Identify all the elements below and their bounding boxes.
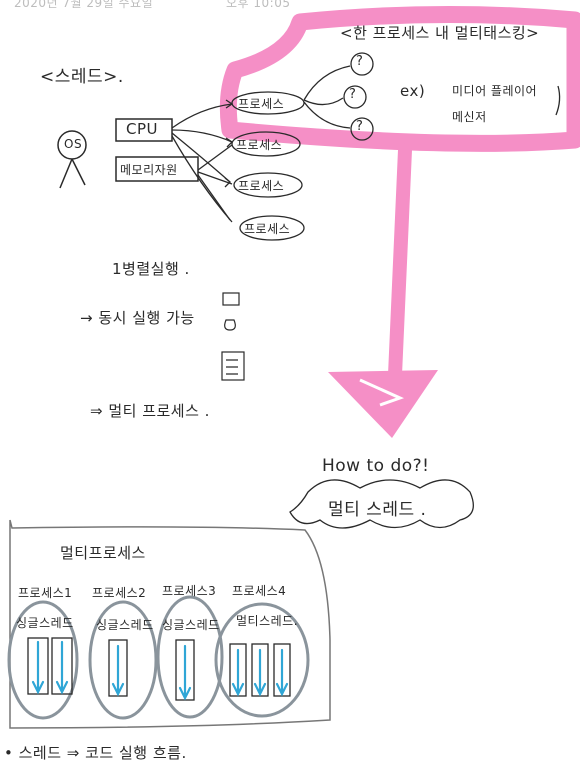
cpu-process-arrows — [171, 99, 234, 223]
example-line-1: 미디어 플레이어 — [452, 84, 538, 98]
note-parallel: 1병렬실행 . — [112, 260, 190, 278]
memory-label: 메모리자원 — [120, 163, 178, 177]
process-4-label: 프로세스4 — [232, 584, 287, 598]
process-2-thread: 싱글스레드 — [96, 618, 154, 632]
note-multiprocess: ⇒ 멀티 프로세스 . — [90, 402, 210, 420]
os-figure — [57, 130, 87, 189]
process-label-1: 프로세스 — [238, 97, 285, 111]
process-4-thread: 멀티스레드. — [236, 614, 299, 628]
page-title: <스레드>. — [40, 67, 124, 87]
thread-flow-arrows — [31, 640, 289, 701]
note-simultaneous: → 동시 실행 가능 — [80, 309, 195, 327]
question-curves — [303, 52, 561, 141]
multiprocess-frame — [9, 519, 331, 729]
process-ovals — [231, 91, 305, 241]
speech-bubble — [289, 479, 474, 529]
pink-highlight — [219, 5, 580, 382]
question-mark-1: ? — [356, 54, 364, 69]
process-3-thread: 싱글스레드 — [162, 618, 220, 632]
process-circles — [7, 595, 310, 720]
task-icons — [221, 292, 245, 381]
process-1-label: 프로세스1 — [18, 586, 73, 600]
footer-note: • 스레드 ⇒ 코드 실행 흐름. — [4, 744, 187, 762]
question-mark-2: ? — [349, 87, 357, 102]
process-2-label: 프로세스2 — [92, 586, 147, 600]
process-label-3: 프로세스 — [238, 179, 285, 193]
question-mark-3: ? — [356, 119, 364, 134]
process-3-label: 프로세스3 — [162, 584, 217, 598]
example-prefix: ex) — [400, 82, 426, 100]
os-label: OS — [64, 137, 83, 151]
multiprocess-title: 멀티프로세스 — [60, 544, 146, 562]
process-1-thread: 싱글스레드 — [16, 616, 74, 630]
process-label-2: 프로세스 — [236, 138, 283, 152]
note-box-title: <한 프로세스 내 멀티태스킹> — [340, 24, 540, 42]
howto-answer: 멀티 스레드 . — [328, 500, 427, 520]
header-time: 오후 10:05 — [226, 0, 291, 10]
example-line-2: 메신저 — [452, 110, 487, 124]
process-label-4: 프로세스 — [244, 222, 291, 236]
header-date: 2020년 7월 29일 수요일 — [14, 0, 154, 10]
howto-line: How to do?! — [322, 456, 430, 476]
cpu-label: CPU — [126, 120, 158, 138]
memory-box — [115, 156, 199, 182]
